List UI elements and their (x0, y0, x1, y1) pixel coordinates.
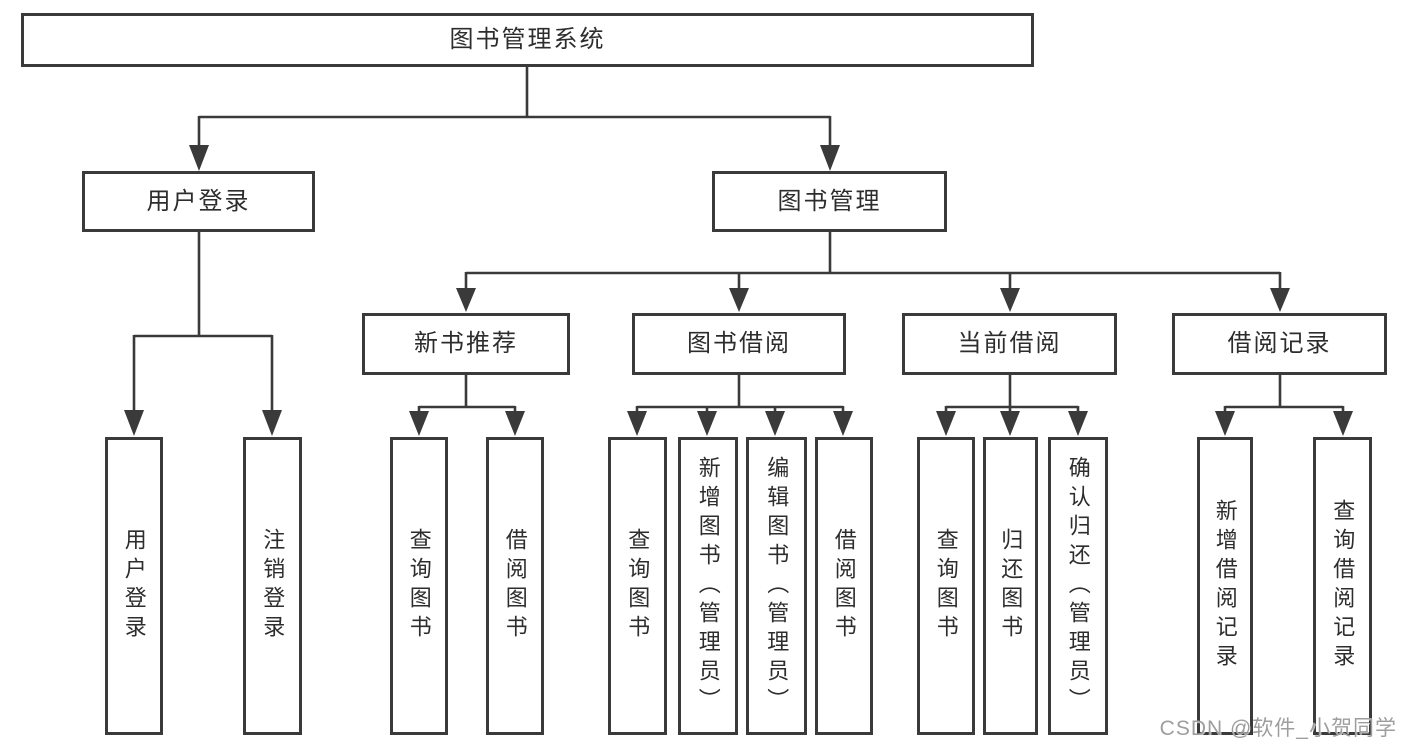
node-book-borrowing: 图书借阅 (632, 313, 846, 375)
connector-book-management-split (456, 232, 1290, 312)
connector-user-login-split (124, 232, 282, 436)
node-new-book-recommendation: 新书推荐 (362, 313, 570, 375)
watermark-text: CSDN @软件_小贺同学 (1159, 717, 1397, 740)
leaf-borrow-books-borrowing: 借阅图书 (815, 437, 873, 735)
leaf-add-book-admin: 新增图书（管理员） (678, 437, 738, 735)
connector-root-to-level2 (189, 67, 840, 171)
connector-current-borrowing-split (936, 375, 1088, 436)
leaf-return-book: 归还图书 (983, 437, 1038, 735)
node-library-management-system: 图书管理系统 (21, 13, 1034, 67)
node-user-login-branch: 用户登录 (82, 171, 315, 232)
node-borrowing-records: 借阅记录 (1172, 313, 1387, 375)
connector-book-borrowing-split (627, 375, 853, 436)
leaf-user-login: 用户登录 (105, 437, 163, 735)
leaf-query-borrow-record: 查询借阅记录 (1313, 437, 1372, 735)
connector-borrowing-records-split (1215, 375, 1353, 436)
leaf-query-books-current: 查询图书 (917, 437, 975, 735)
leaf-logout: 注销登录 (243, 437, 302, 735)
leaf-edit-book-admin: 编辑图书（管理员） (746, 437, 807, 735)
leaf-confirm-return-admin: 确认归还（管理员） (1048, 437, 1108, 735)
node-current-borrowing: 当前借阅 (902, 313, 1117, 375)
leaf-borrow-books-recommendation: 借阅图书 (486, 437, 544, 735)
leaf-query-books-recommendation: 查询图书 (390, 437, 448, 735)
connector-new-book-recommendation-split (409, 375, 525, 436)
node-book-management-branch: 图书管理 (712, 171, 947, 232)
leaf-add-borrow-record: 新增借阅记录 (1197, 437, 1253, 735)
leaf-query-books-borrowing: 查询图书 (608, 437, 667, 735)
